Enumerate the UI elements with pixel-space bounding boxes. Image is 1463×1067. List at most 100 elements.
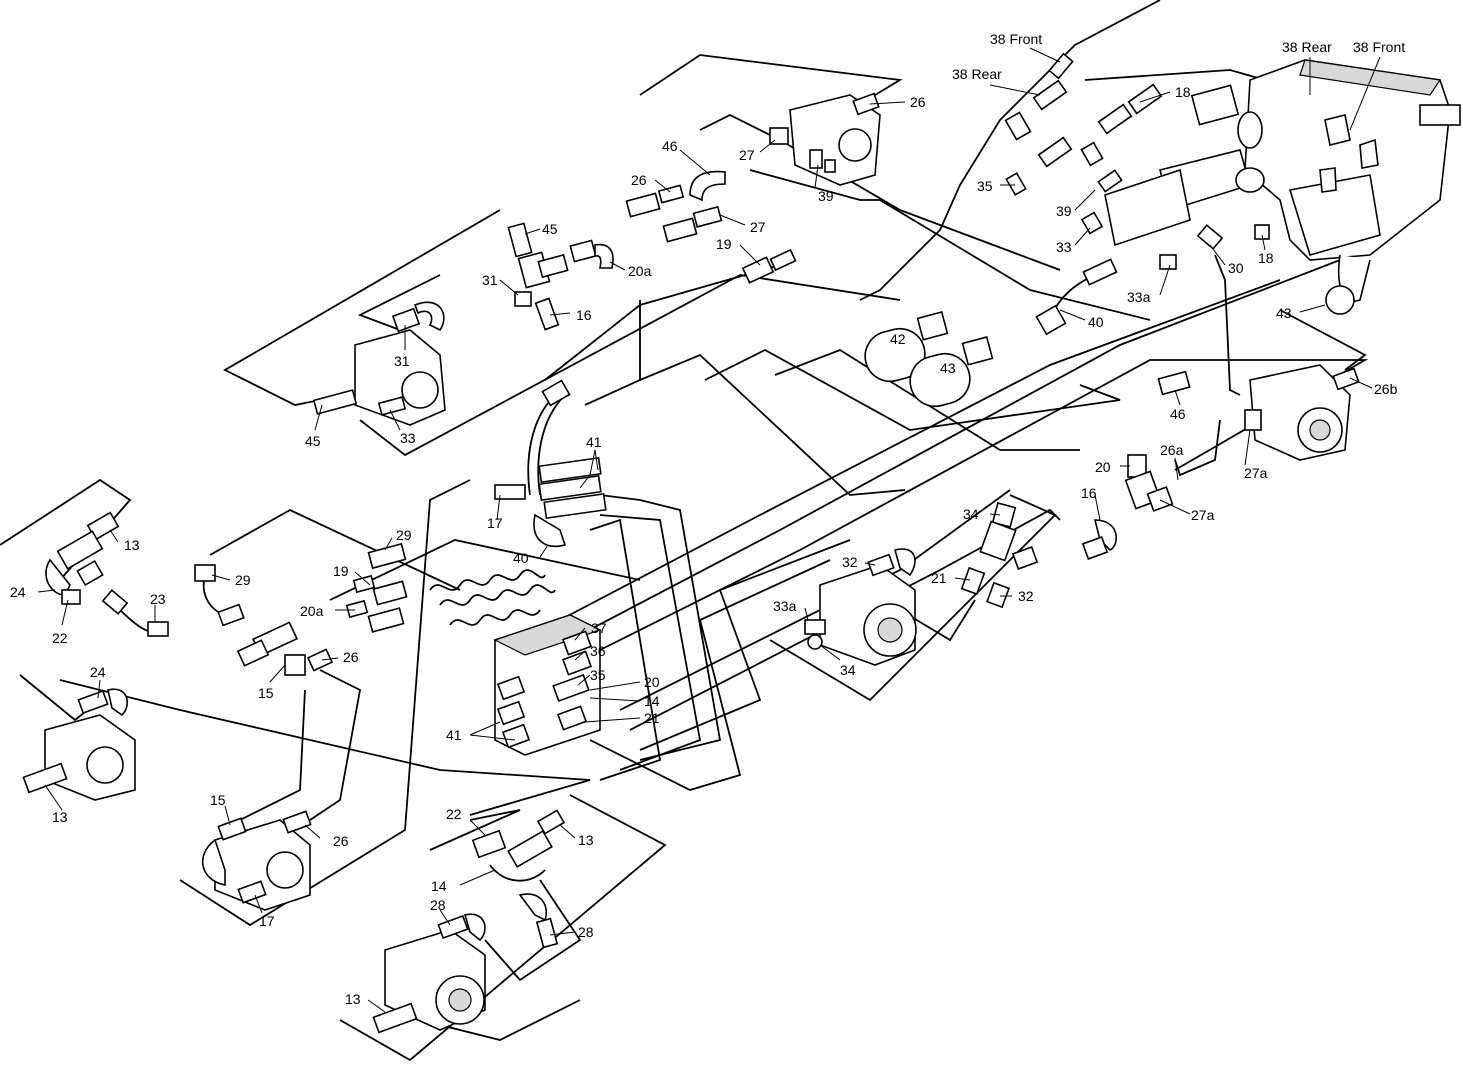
callout-15: 15 xyxy=(210,792,226,808)
callout-39: 39 xyxy=(1056,203,1072,219)
callout-29: 29 xyxy=(235,572,251,588)
hose-13-lower-right xyxy=(339,794,667,1062)
fitting-45-31-16 xyxy=(507,222,569,331)
callout-20a: 20a xyxy=(300,603,324,619)
filter-43 xyxy=(909,336,994,408)
callout-46: 46 xyxy=(1170,406,1186,422)
callout-32: 32 xyxy=(842,554,858,570)
hose-40-41-cluster xyxy=(494,379,607,547)
hose-40-upper xyxy=(1035,258,1118,336)
block-fittings-left xyxy=(345,542,408,633)
pump-15-26-17 xyxy=(201,810,312,911)
pump-26b-27a xyxy=(1244,364,1360,461)
pump-28-13 xyxy=(372,893,559,1034)
hose-32-loop xyxy=(899,599,976,642)
callout-13: 13 xyxy=(578,832,594,848)
top-right-fittings xyxy=(1004,52,1270,270)
callout-37: 37 xyxy=(591,620,607,636)
callout-45: 45 xyxy=(542,221,558,237)
hose-main-b xyxy=(704,348,1121,431)
callout-39: 39 xyxy=(818,188,834,204)
right-fittings xyxy=(1081,370,1191,560)
pump-32-34 xyxy=(804,548,917,666)
callout-16: 16 xyxy=(1081,485,1097,501)
tee-15-26 xyxy=(236,621,334,676)
hose-26a xyxy=(1174,419,1221,477)
hose-31-loop xyxy=(357,274,441,331)
hose-long-diag-1 xyxy=(559,279,1281,621)
callout-14: 14 xyxy=(431,878,447,894)
callout-38-front-upper: 38 Front xyxy=(990,31,1042,47)
callout-33: 33 xyxy=(400,430,416,446)
callout-19: 19 xyxy=(333,563,349,579)
callout-20a: 20a xyxy=(628,263,652,279)
hose-routing xyxy=(0,0,1369,1062)
hose-17-loop xyxy=(179,479,471,927)
hose-45-loop xyxy=(223,209,501,406)
callout-28: 28 xyxy=(430,897,446,913)
callout-27a: 27a xyxy=(1191,507,1215,523)
callout-38-rear-right: 38 Rear xyxy=(1282,39,1332,55)
hose-long-diag-2 xyxy=(569,259,1341,641)
pump-24-13 xyxy=(22,688,136,801)
callout-13: 13 xyxy=(345,991,361,1007)
callout-43: 43 xyxy=(940,360,956,376)
upper-mid-fittings xyxy=(569,170,797,284)
callout-26: 26 xyxy=(631,172,647,188)
callout-14: 14 xyxy=(644,693,660,709)
callout-22: 22 xyxy=(446,806,462,822)
callout-34: 34 xyxy=(840,662,856,678)
hose-38-front xyxy=(859,0,1161,301)
main-pump-assembly xyxy=(1104,59,1461,315)
hose-upper-cross xyxy=(749,169,1151,321)
callout-21: 21 xyxy=(644,710,660,726)
callout-42: 42 xyxy=(890,331,906,347)
callout-26: 26 xyxy=(343,649,359,665)
hose-23-29 xyxy=(101,564,245,637)
callout-27: 27 xyxy=(750,219,766,235)
callout-16: 16 xyxy=(576,307,592,323)
callout-26: 26 xyxy=(333,833,349,849)
hose-28-loop xyxy=(484,879,582,982)
callout-19: 19 xyxy=(716,236,732,252)
callout-33a: 33a xyxy=(1127,289,1151,305)
hose-26-left xyxy=(309,669,362,821)
callout-32: 32 xyxy=(1018,588,1034,604)
callout-41: 41 xyxy=(446,727,462,743)
callout-27a: 27a xyxy=(1244,465,1268,481)
hose-right-long-1 xyxy=(619,489,1011,711)
callout-18: 18 xyxy=(1258,250,1274,266)
hose-left-long xyxy=(59,679,591,816)
callout-46: 46 xyxy=(662,138,678,154)
callout-45: 45 xyxy=(305,433,321,449)
callout-20: 20 xyxy=(1095,459,1111,475)
hose-13-lower-box xyxy=(429,809,521,851)
callout-13: 13 xyxy=(52,809,68,825)
hose-main-down xyxy=(584,300,641,406)
callout-26b: 26b xyxy=(1374,381,1398,397)
callout-40: 40 xyxy=(1088,314,1104,330)
left-fittings-13-24-22 xyxy=(45,511,120,605)
hose-41-bundle-1 xyxy=(599,494,722,761)
callout-22: 22 xyxy=(52,630,68,646)
callout-13: 13 xyxy=(124,537,140,553)
hose-right-long-4 xyxy=(589,559,831,791)
callout-29: 29 xyxy=(396,527,412,543)
filter-42 xyxy=(864,311,949,383)
hose-15-left xyxy=(239,689,306,821)
callout-24: 24 xyxy=(10,584,26,600)
callout-34: 34 xyxy=(963,506,979,522)
callout-21: 21 xyxy=(931,570,947,586)
callout-30: 30 xyxy=(1228,260,1244,276)
valve-block xyxy=(429,569,602,756)
callout-38-rear-left: 38 Rear xyxy=(952,66,1002,82)
callout-43: 43 xyxy=(1276,305,1292,321)
callout-17: 17 xyxy=(259,913,275,929)
callout-28: 28 xyxy=(578,924,594,940)
hose-41-bundle-3 xyxy=(589,518,662,781)
callout-33a: 33a xyxy=(773,598,797,614)
callout-35: 35 xyxy=(977,178,993,194)
callout-38-front-right: 38 Front xyxy=(1353,39,1405,55)
hose-30-down xyxy=(1214,254,1241,396)
